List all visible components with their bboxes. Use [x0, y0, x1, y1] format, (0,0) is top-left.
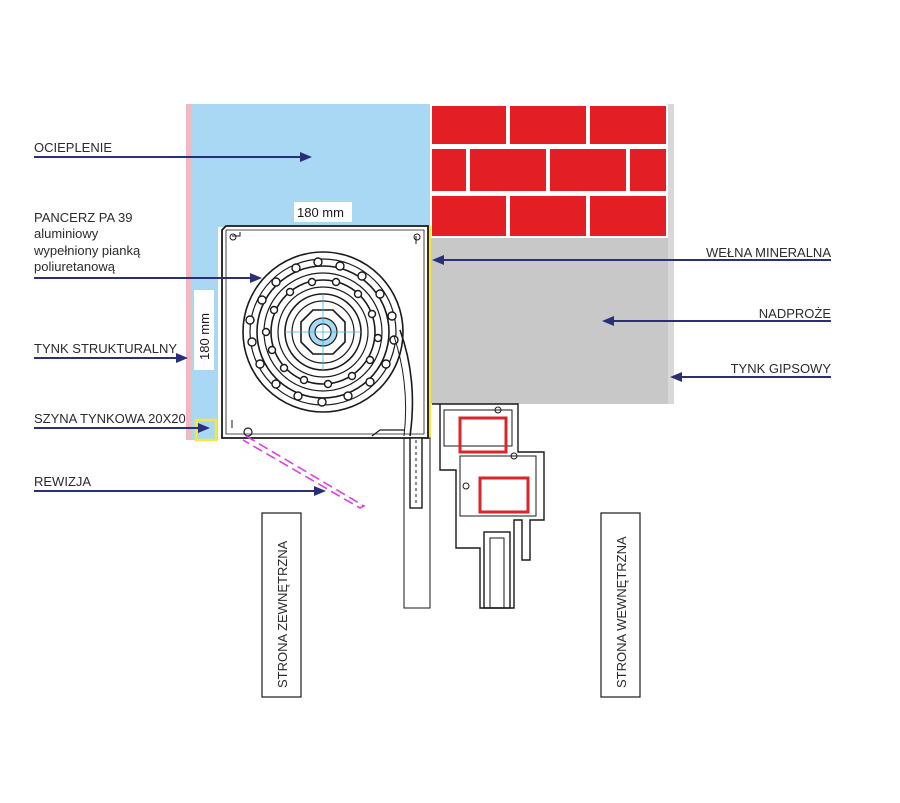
- label-pancerz-line4: poliuretanową: [34, 259, 116, 274]
- label-strona-wewnetrzna: STRONA WEWNĘTRZNA: [614, 536, 629, 688]
- label-szyna-tynkowa: SZYNA TYNKOWA 20X20: [34, 411, 186, 426]
- label-strona-zewnetrzna: STRONA ZEWNĘTRZNA: [275, 540, 290, 688]
- brick-wall: [430, 104, 668, 238]
- plaster-rail: [194, 418, 218, 442]
- label-pancerz-line3: wypełniony pianką: [33, 243, 141, 258]
- structural-plaster-strip: [186, 104, 191, 440]
- outer-side-box: STRONA ZEWNĘTRZNA: [261, 512, 302, 698]
- label-pancerz-line2: aluminiowy: [34, 226, 99, 241]
- label-tynk-gipsowy: TYNK GIPSOWY: [731, 361, 832, 376]
- inner-side-box: STRONA WEWNĘTRZNA: [600, 512, 641, 698]
- label-tynk-strukturalny: TYNK STRUKTURALNY: [34, 341, 177, 356]
- coil-link-dots: [245, 257, 399, 407]
- label-pancerz-line1: PANCERZ PA 39: [34, 210, 133, 225]
- guide-rail: [403, 437, 431, 609]
- window-frame-profile: [432, 403, 545, 609]
- label-nadproze: NADPROŻE: [759, 306, 832, 321]
- label-rewizja: REWIZJA: [34, 474, 91, 489]
- label-ocieplenie: OCIEPLENIE: [34, 140, 112, 155]
- label-welna-mineralna: WEŁNA MINERALNA: [706, 245, 831, 260]
- revision-access-line: [242, 435, 366, 509]
- gypsum-plaster-strip: [668, 104, 674, 404]
- width-dimension-label: 180 mm: [297, 205, 344, 220]
- height-dimension-label: 180 mm: [197, 313, 212, 360]
- shutter-coil: [242, 251, 414, 437]
